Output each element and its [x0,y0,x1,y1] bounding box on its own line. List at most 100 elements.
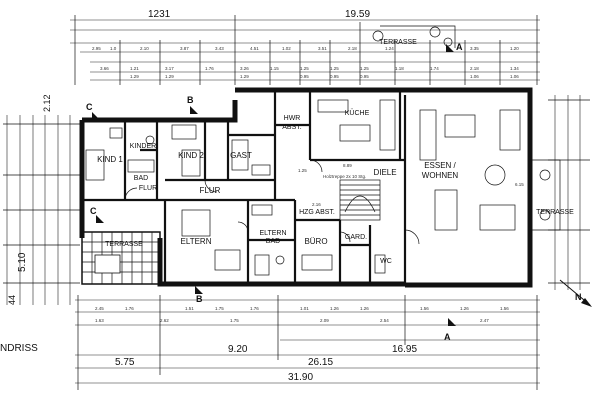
room-kinder: KINDER [130,143,156,150]
svg-text:1.56: 1.56 [500,306,509,311]
room-gast: GAST [230,151,252,160]
terrace-right-label: TERRASSE [536,209,574,216]
room-buero: BÜRO [304,237,327,246]
diele-area: 8.89 [343,163,352,168]
svg-text:1.18: 1.18 [395,66,404,71]
svg-text:B: B [196,294,203,304]
drawing-title: NDRISS [0,343,38,354]
door-swings [124,159,420,245]
right-dimension-chains [548,95,590,290]
svg-text:2.62: 2.62 [160,318,169,323]
room-eltern: ELTERN [181,237,212,246]
svg-text:0.95: 0.95 [330,74,339,79]
svg-text:1.24: 1.24 [385,46,394,51]
room-kueche: KÜCHE [345,109,370,117]
svg-text:1.01: 1.01 [300,306,309,311]
terrace-left-label: TERRASSE [105,241,143,248]
stair-dim-b: 2.16 [312,202,321,207]
svg-text:2.10: 2.10 [140,46,149,51]
left-lower-dimension: 5.10 [17,252,28,272]
svg-text:1.06: 1.06 [510,74,519,79]
svg-text:1.75: 1.75 [215,306,224,311]
svg-text:1.06: 1.06 [470,74,479,79]
svg-text:C: C [90,206,97,216]
svg-text:3.66: 3.66 [100,66,109,71]
svg-text:1.51: 1.51 [185,306,194,311]
svg-text:4.51: 4.51 [250,46,259,51]
left-bottom-dimension: 44 [7,295,17,305]
section-marker-a-top: A [446,42,463,52]
north-arrow-icon: N [559,279,592,307]
room-kind2: KIND 2 [178,151,204,160]
section-marker-c-left: C [90,206,104,223]
room-hwr: HWR [284,115,301,122]
svg-text:1.25: 1.25 [330,66,339,71]
svg-text:3.35: 3.35 [470,46,479,51]
svg-text:0.95: 0.95 [360,74,369,79]
svg-text:3.26: 3.26 [240,66,249,71]
svg-text:1.25: 1.25 [360,66,369,71]
interior-walls [82,90,407,284]
left-dimension-chains [3,115,80,305]
svg-text:2.54: 2.54 [380,318,389,323]
room-hwr-abst: ABST. [282,124,302,131]
top-terrace-outline [359,22,456,48]
room-eltern-bad-2: BAD [266,238,280,245]
bottom-dimension-chains: 2.45 1.76 1.51 1.75 1.76 1.01 1.26 1.26 1.56… [75,295,540,390]
stair-note: Holztreppe 2x 10 Stg. [323,174,366,179]
terrace-top-label: TERRASSE [379,39,417,46]
svg-text:1.15: 1.15 [270,66,279,71]
svg-text:2.09: 2.09 [320,318,329,323]
svg-text:2.18: 2.18 [348,46,357,51]
left-terrace-tiles [81,231,161,285]
svg-text:1.63: 1.63 [95,318,104,323]
bottom-dimension-3: 5.75 [115,357,135,368]
bottom-dimension-total: 31.90 [288,372,313,383]
stair-dim-a: 1.25 [298,168,307,173]
svg-text:1.26: 1.26 [360,306,369,311]
svg-text:1.29: 1.29 [130,74,139,79]
bottom-dimension-4: 26.15 [308,357,333,368]
svg-text:C: C [86,102,93,112]
section-marker-c-top: C [86,102,100,120]
svg-text:2.95: 2.95 [92,46,101,51]
svg-text:1.76: 1.76 [125,306,134,311]
svg-text:2.45: 2.45 [95,306,104,311]
room-diele: DIELE [373,168,396,177]
room-kind1: KIND 1 [97,155,123,164]
svg-text:1.20: 1.20 [510,46,519,51]
svg-text:3.43: 3.43 [215,46,224,51]
svg-text:1.02: 1.02 [282,46,291,51]
svg-text:1.56: 1.56 [420,306,429,311]
section-marker-a-bottom: A [444,318,456,342]
svg-text:1.21: 1.21 [130,66,139,71]
room-bad: BAD [134,175,148,182]
svg-text:0.95: 0.95 [300,74,309,79]
bottom-dimension-1: 9.20 [228,344,248,355]
svg-text:1.26: 1.26 [330,306,339,311]
bottom-dimension-2: 16.95 [392,344,417,355]
room-flur-2: FLUR [200,186,221,195]
section-marker-b-top: B [187,95,198,114]
svg-text:3.51: 3.51 [318,46,327,51]
svg-text:B: B [187,95,194,105]
svg-text:A: A [456,42,463,52]
svg-text:1.25: 1.25 [300,66,309,71]
top-right-dimension: 19.59 [345,9,370,20]
left-upper-dimension: 2.12 [42,94,52,112]
svg-text:3.17: 3.17 [165,66,174,71]
svg-text:A: A [444,332,451,342]
room-essen: ESSEN / [424,161,456,170]
svg-text:1.26: 1.26 [460,306,469,311]
svg-text:2.47: 2.47 [480,318,489,323]
svg-text:N: N [575,292,582,302]
svg-text:1.74: 1.74 [430,66,439,71]
room-hzg-abst: HZG ABST. [299,209,335,216]
room-gard: GARD. [345,234,367,241]
svg-text:1.76: 1.76 [250,306,259,311]
svg-text:1.0: 1.0 [110,46,117,51]
top-left-dimension: 1231 [148,9,171,20]
svg-text:1.29: 1.29 [165,74,174,79]
